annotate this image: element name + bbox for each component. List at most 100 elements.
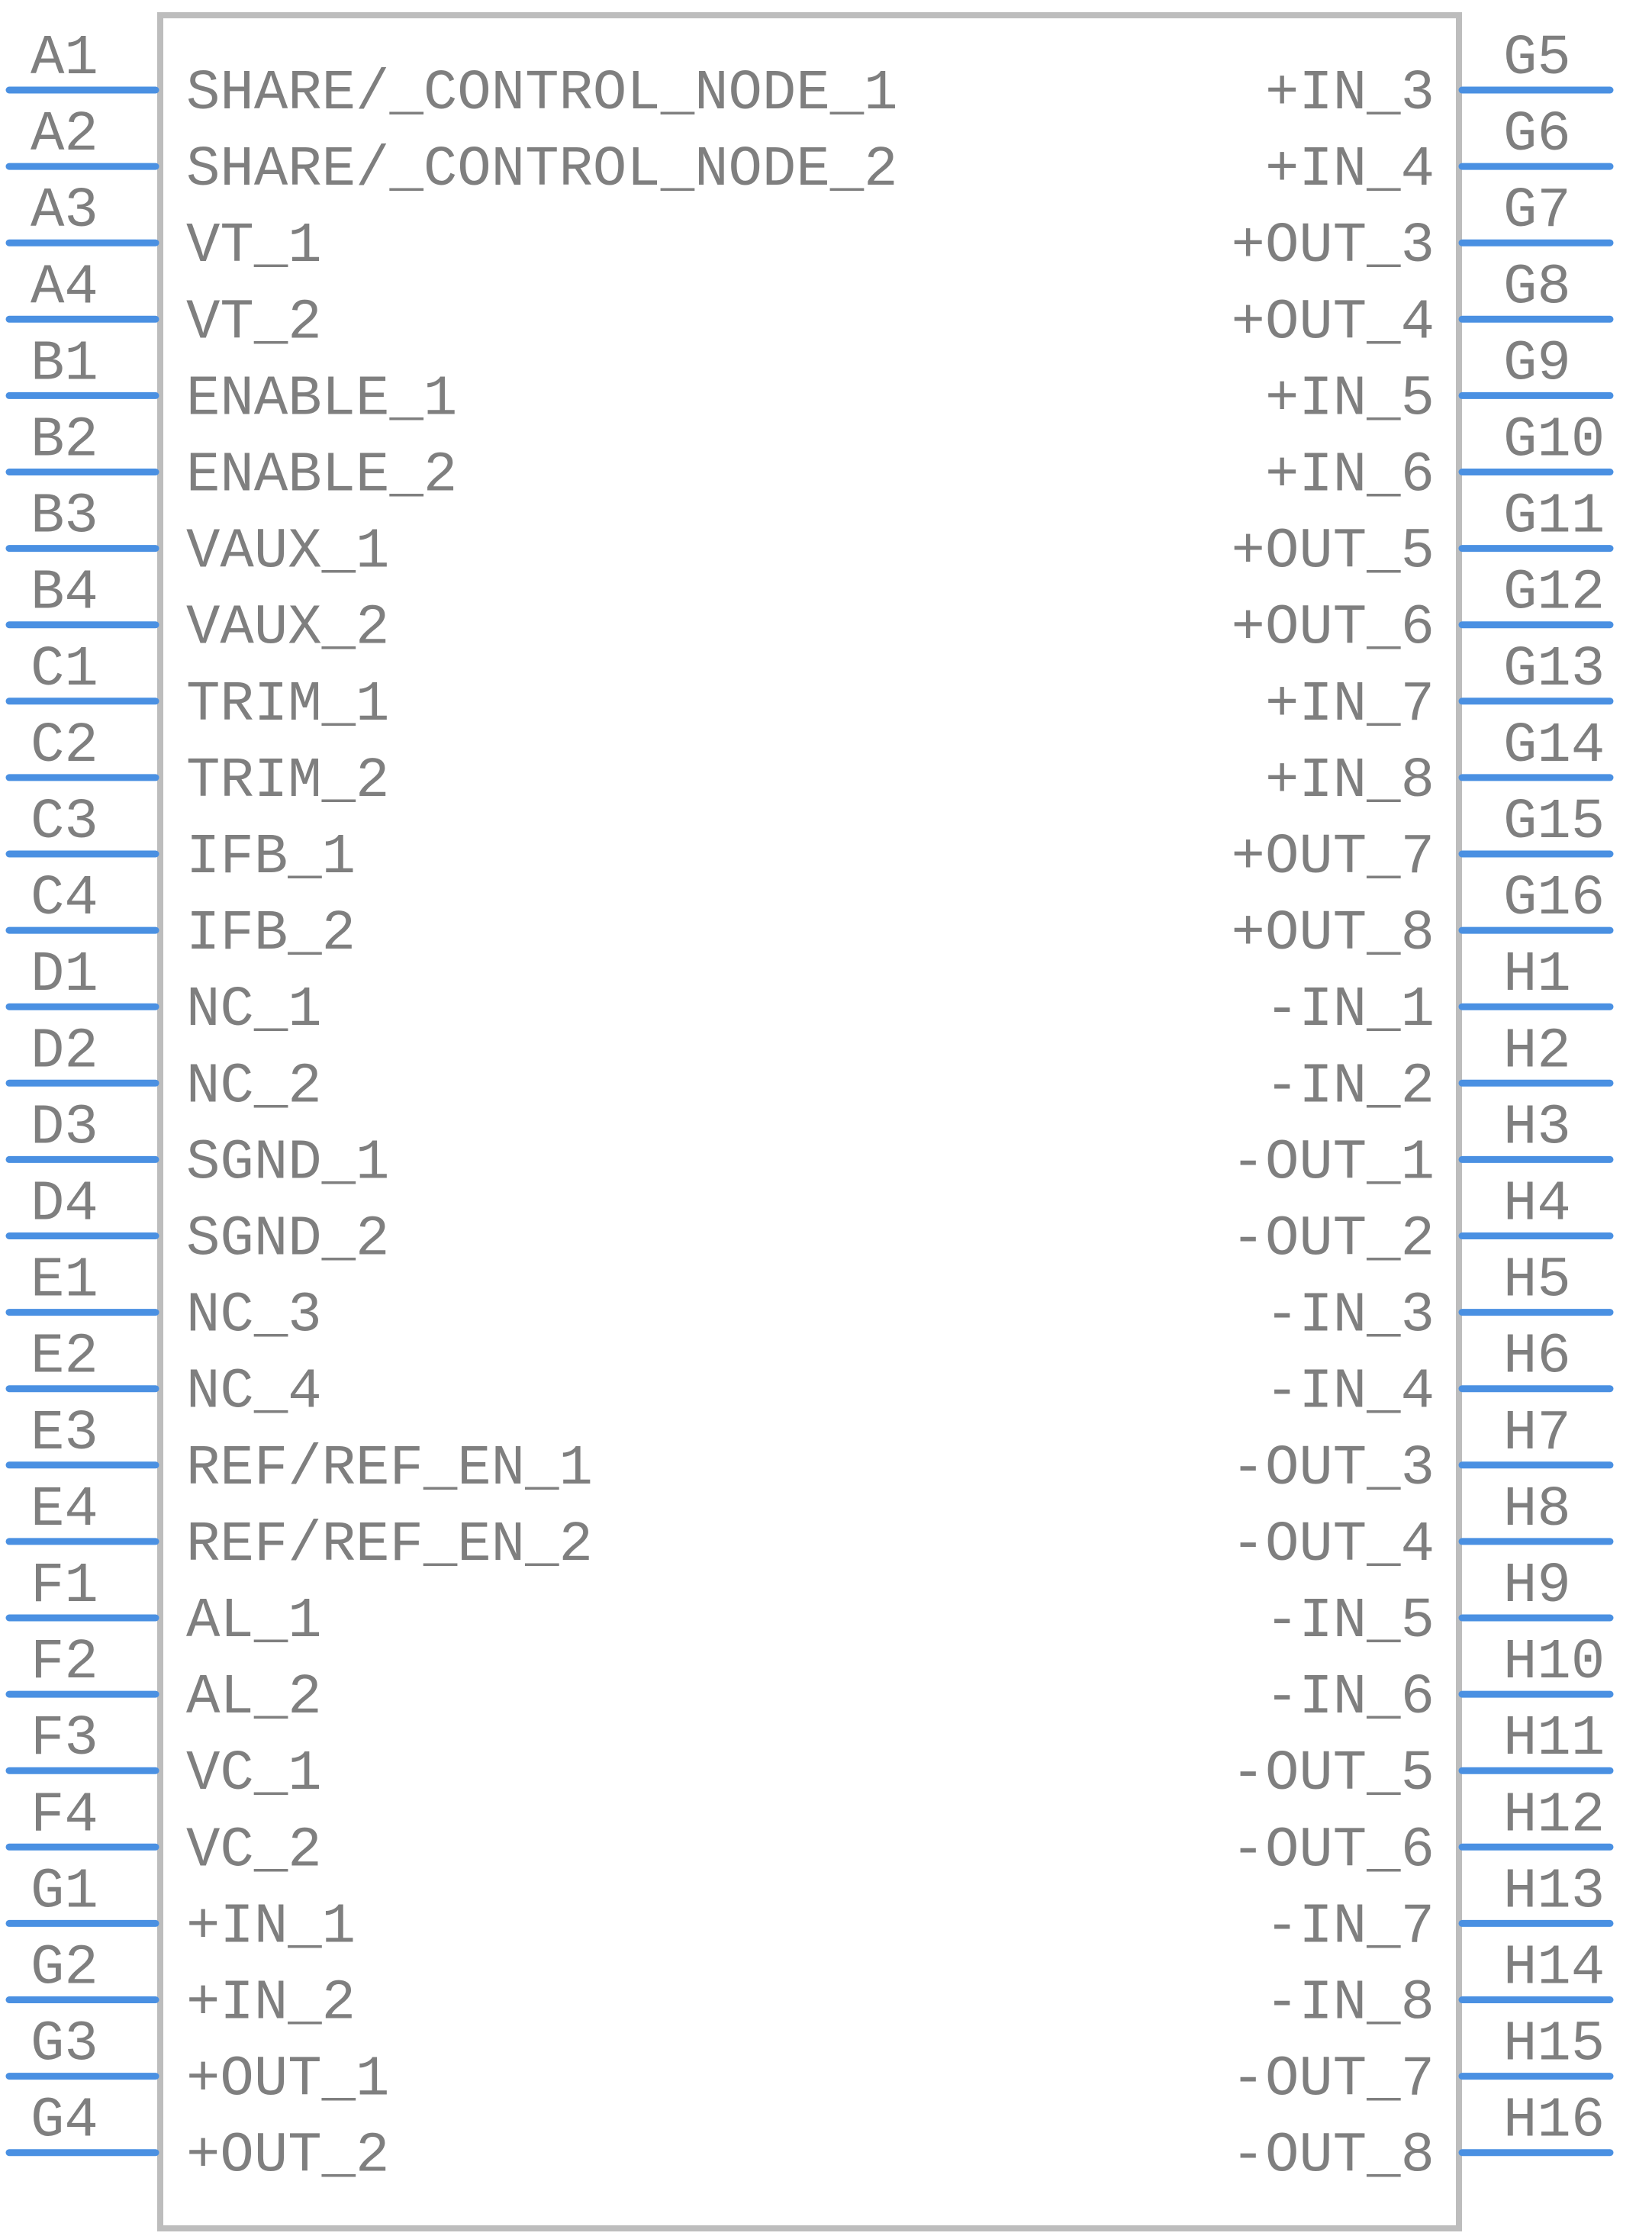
left-pin-number: G2 [31, 1937, 98, 2001]
right-pin-number: H8 [1503, 1478, 1571, 1542]
left-pin-name: SHARE/_CONTROL_NODE_1 [186, 62, 898, 126]
right-pin-name: -OUT_3 [1232, 1437, 1435, 1501]
left-pin-number: B2 [31, 409, 98, 473]
right-pin-name: -OUT_2 [1232, 1208, 1435, 1272]
pin-g5: G5+IN_3 [1265, 27, 1614, 126]
left-pin-number: A2 [31, 103, 98, 167]
right-pin-number: H10 [1503, 1631, 1605, 1695]
right-pin-name: +IN_8 [1265, 749, 1435, 814]
pin-h7: H7 -OUT_3 [1232, 1402, 1614, 1501]
pin-g15: G15 +OUT_7 [1232, 791, 1614, 890]
right-pin-number: H14 [1503, 1937, 1605, 2001]
left-pin-name: +OUT_1 [186, 2048, 389, 2112]
left-pin-number: A4 [31, 256, 98, 320]
left-pin-number: A1 [31, 27, 98, 91]
left-pin-number: D3 [31, 1096, 98, 1160]
right-pin-name: +OUT_6 [1232, 597, 1435, 661]
right-pin-number: H15 [1503, 2013, 1605, 2077]
right-pin-number: G8 [1503, 256, 1571, 320]
left-pin-name: +OUT_2 [186, 2125, 389, 2189]
left-pin-number: B4 [31, 562, 98, 626]
left-pin-name: SHARE/_CONTROL_NODE_2 [186, 138, 898, 202]
left-pin-name: SGND_2 [186, 1208, 389, 1272]
pin-g7: G7+OUT_3 [1232, 179, 1614, 279]
pin-g1: G1+IN_1 [5, 1860, 356, 1959]
pin-g3: G3 +OUT_1 [5, 2013, 389, 2112]
left-pin-number: F4 [31, 1783, 98, 1848]
left-pin-name: REF/REF_EN_2 [186, 1513, 593, 1577]
right-pin-name: +OUT_4 [1232, 291, 1435, 355]
right-pin-number: H11 [1503, 1707, 1605, 1771]
left-pin-name: IFB_1 [186, 826, 356, 890]
right-pin-name: +OUT_7 [1232, 826, 1435, 890]
left-pin-number: F1 [31, 1555, 98, 1619]
left-pin-name: +IN_1 [186, 1895, 356, 1959]
pin-h1: H1 -IN_1 [1265, 943, 1614, 1042]
right-pin-name: -OUT_6 [1232, 1819, 1435, 1883]
pin-h3: H3 -OUT_1 [1232, 1096, 1614, 1195]
left-pin-number: F3 [31, 1707, 98, 1771]
left-pin-name: AL_2 [186, 1666, 322, 1730]
left-pin-name: REF/REF_EN_1 [186, 1437, 593, 1501]
left-pin-name: NC_3 [186, 1284, 322, 1348]
right-pin-name: -OUT_5 [1232, 1742, 1435, 1806]
right-pin-name: -OUT_1 [1232, 1131, 1435, 1195]
pin-h2: H2-IN_2 [1265, 1020, 1614, 1119]
pin-h15: H15 -OUT_7 [1232, 2013, 1614, 2112]
left-pin-number: C3 [31, 791, 98, 855]
pin-h5: H5-IN_3 [1265, 1249, 1614, 1348]
right-pin-number: G12 [1503, 562, 1605, 626]
right-pin-number: G16 [1503, 867, 1605, 931]
left-pin-number: G3 [31, 2013, 98, 2077]
left-pin-number: E1 [31, 1249, 98, 1313]
right-pin-number: G13 [1503, 638, 1605, 702]
right-pin-number: H1 [1503, 943, 1571, 1007]
pin-h10: H10 -IN_6 [1265, 1631, 1614, 1730]
right-pin-name: -OUT_7 [1232, 2048, 1435, 2112]
left-pin-name: TRIM_2 [186, 749, 389, 814]
left-pin-number: G4 [31, 2089, 98, 2154]
left-pin-name: VT_2 [186, 291, 322, 355]
pin-g8: G8 +OUT_4 [1232, 256, 1614, 355]
left-pin-name: TRIM_1 [186, 673, 389, 737]
left-pin-name: NC_1 [186, 978, 322, 1042]
right-pin-name: -OUT_4 [1232, 1513, 1435, 1577]
right-pin-number: H6 [1503, 1326, 1571, 1390]
pin-h4: H4-OUT_2 [1232, 1173, 1614, 1272]
right-pin-number: G9 [1503, 332, 1571, 396]
right-pin-name: -IN_6 [1265, 1666, 1435, 1730]
pin-h9: H9-IN_5 [1265, 1555, 1614, 1654]
pin-g12: G12 +OUT_6 [1232, 562, 1614, 661]
left-pin-number: D4 [31, 1173, 98, 1237]
right-pin-number: G15 [1503, 791, 1605, 855]
right-pin-name: +IN_5 [1265, 367, 1435, 431]
right-pin-number: H3 [1503, 1096, 1571, 1160]
right-pin-number: G6 [1503, 103, 1571, 167]
left-pin-number: D1 [31, 943, 98, 1007]
right-pin-number: G5 [1503, 27, 1571, 91]
right-pin-name: -IN_5 [1265, 1590, 1435, 1654]
pin-h12: H12-OUT_6 [1232, 1783, 1614, 1883]
left-pin-number: E4 [31, 1478, 98, 1542]
right-pin-name: -IN_8 [1265, 1972, 1435, 2036]
right-pin-name: -IN_3 [1265, 1284, 1435, 1348]
right-pin-number: H16 [1503, 2089, 1605, 2154]
right-pin-name: -IN_1 [1265, 978, 1435, 1042]
pin-g6: G6+IN_4 [1265, 103, 1614, 202]
right-pin-number: H7 [1503, 1402, 1571, 1466]
